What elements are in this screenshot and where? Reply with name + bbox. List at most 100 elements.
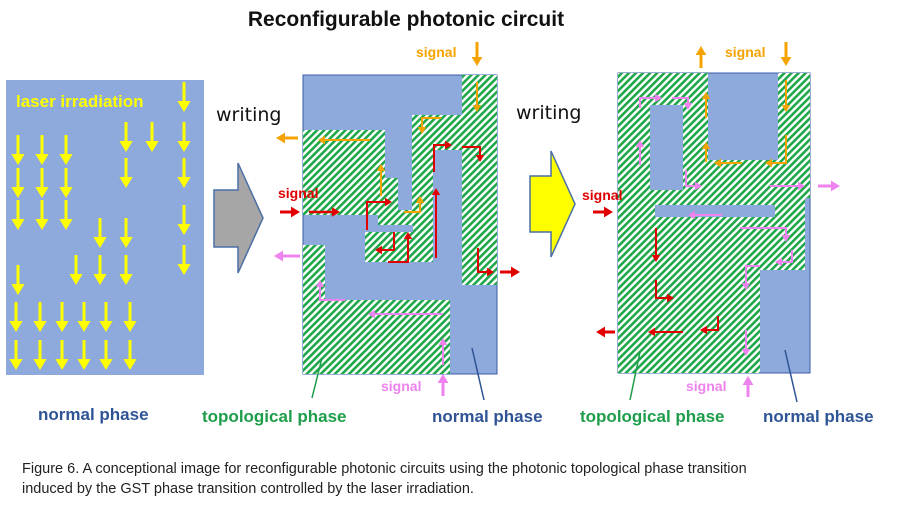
signal-arrow-red (700, 316, 719, 335)
signal-arrow-pink (315, 280, 345, 301)
laser-arrow (77, 302, 91, 332)
laser-arrow (119, 255, 133, 285)
laser-arrow (119, 218, 133, 248)
laser-arrow (11, 265, 25, 295)
signal-arrow-pink (742, 376, 754, 397)
caption-line-2: induced by the GST phase transition cont… (22, 481, 474, 497)
signal-label-p2-top: signal (725, 44, 765, 60)
signal-arrow-orange (404, 196, 425, 213)
laser-arrow (55, 340, 69, 370)
normal-phase-label-3: normal phase (763, 407, 874, 426)
laser-arrow (11, 135, 25, 165)
laser-arrow (55, 302, 69, 332)
topological-region-3b (618, 325, 740, 373)
signal-arrow-orange (276, 132, 298, 144)
laser-arrow (59, 168, 73, 198)
laser-arrow (59, 135, 73, 165)
signal-labels: signal signal signal signal signal signa… (278, 44, 765, 394)
laser-arrow (177, 122, 191, 152)
topological-phase-label-2: topological phase (580, 407, 725, 426)
topological-phase-label-1: topological phase (202, 407, 347, 426)
signal-arrow-pink (438, 338, 448, 365)
signal-label-p1-bottom: signal (381, 378, 421, 394)
signal-arrow-orange (417, 117, 441, 134)
signal-arrow-red (648, 327, 683, 337)
laser-arrow (59, 200, 73, 230)
writing-label-2: writing (516, 102, 581, 124)
laser-arrow (177, 158, 191, 188)
signal-arrow-red (309, 207, 340, 217)
signal-arrow-orange (472, 82, 482, 112)
laser-irradiation-label: laser irradiation (16, 92, 144, 111)
laser-arrow (177, 82, 191, 112)
signal-arrow-orange (695, 46, 707, 68)
panel-circuit-2-arrows (593, 42, 840, 397)
signal-arrow-red (366, 197, 392, 230)
signal-arrow-pink (688, 210, 722, 220)
laser-arrow (123, 340, 137, 370)
signal-arrow-red (388, 232, 413, 263)
signal-arrow-red (280, 206, 300, 218)
signal-arrow-red (651, 228, 661, 262)
signal-arrow-red (477, 248, 494, 277)
normal-phase-region-1 (6, 80, 204, 375)
laser-arrow (9, 340, 23, 370)
signal-arrow-pink (740, 227, 791, 242)
signal-arrow-red (596, 326, 615, 338)
signal-arrow-red (375, 232, 395, 255)
laser-arrow (11, 200, 25, 230)
laser-arrow (9, 302, 23, 332)
writing-arrow-1: writing (213, 104, 281, 274)
laser-arrow (99, 302, 113, 332)
panel-circuit-1 (274, 42, 520, 396)
normal-phase-label-2: normal phase (432, 407, 543, 426)
signal-arrow-pink (770, 181, 805, 191)
signal-arrow-pink (818, 180, 840, 192)
writing-arrow-2: writing (516, 102, 581, 258)
signal-arrow-orange (376, 164, 386, 196)
signal-label-p2-bottom: signal (686, 378, 726, 394)
laser-arrow (119, 122, 133, 152)
signal-arrow-pink (639, 93, 662, 108)
signal-label-p1-left: signal (278, 185, 318, 201)
laser-arrow (145, 122, 159, 152)
laser-arrow (11, 168, 25, 198)
signal-arrow-red (431, 188, 441, 258)
panel-laser-irradiation: laser irradiation (6, 80, 204, 375)
writing-arrow-1-shape (213, 162, 264, 274)
normal-phase-label-1: normal phase (38, 405, 149, 424)
figure-title: Reconfigurable photonic circuit (247, 8, 565, 31)
panel-circuit-1-arrows (274, 42, 520, 396)
laser-arrow (35, 168, 49, 198)
signal-arrow-orange (714, 158, 742, 168)
writing-label-1: writing (216, 104, 281, 126)
signal-arrow-pink (741, 265, 760, 290)
pointer-normal-3 (784, 349, 798, 403)
caption-line-1: Figure 6. A conceptional image for recon… (22, 461, 747, 477)
pointer-topological-1 (311, 357, 323, 399)
topological-region-2b (365, 75, 497, 285)
phase-labels: normal phase topological phase normal ph… (38, 405, 874, 426)
signal-arrow-red (655, 280, 674, 303)
laser-arrow (35, 135, 49, 165)
signal-arrow-red (593, 206, 613, 218)
signal-arrow-pink (741, 330, 751, 356)
laser-arrow (33, 340, 47, 370)
signal-arrow-red (433, 140, 452, 172)
signal-arrow-red (500, 266, 520, 278)
laser-arrow (177, 205, 191, 235)
laser-arrow (123, 302, 137, 332)
panel-circuit-2 (593, 42, 840, 397)
signal-arrow-pink (437, 374, 449, 396)
signal-arrow-orange (780, 42, 792, 66)
laser-arrow (77, 340, 91, 370)
figure-caption: Figure 6. A conceptional image for recon… (22, 459, 882, 499)
laser-arrow (93, 255, 107, 285)
laser-arrow (69, 255, 83, 285)
signal-arrow-orange (471, 42, 483, 66)
writing-arrow-2-shape (529, 150, 576, 258)
pointer-normal-2 (471, 347, 485, 401)
signal-arrow-red (462, 146, 485, 162)
laser-arrow (93, 218, 107, 248)
